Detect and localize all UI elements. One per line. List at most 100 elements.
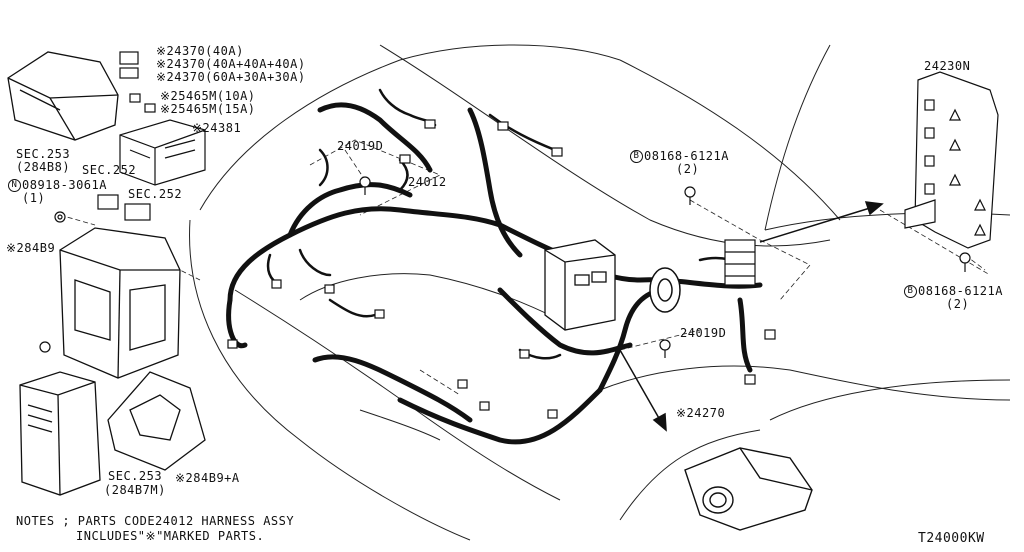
label-24370-60a-30a-30a: ※24370(60A+30A+30A) [156, 70, 306, 84]
dashed-leader-bracket [759, 239, 811, 301]
dashed-leader-bolt-a [689, 199, 761, 241]
ipdm-box [544, 239, 616, 331]
harness-bottom [397, 387, 603, 445]
connector [497, 121, 509, 131]
label-24019d-right: 24019D [680, 326, 727, 340]
grommet [649, 267, 681, 313]
box-284b9 [59, 227, 181, 379]
connector [271, 279, 282, 289]
relay-sec252-b [124, 203, 151, 221]
label-284b9-a: ※284B9+A [175, 471, 240, 485]
label-24270: ※24270 [676, 406, 726, 420]
wire-top-2 [488, 113, 557, 152]
label-25465m-15a: ※25465M(15A) [160, 102, 256, 116]
label-08168-right-qty: (2) [946, 297, 970, 311]
label-24012: 24012 [408, 175, 447, 189]
body-contour-right [619, 59, 841, 221]
fusible-link-40a [119, 51, 139, 65]
connector [324, 284, 335, 294]
arrow-to-24270 [619, 349, 661, 421]
body-contour-outer [199, 44, 621, 211]
notes-line-1: NOTES ; PARTS CODE24012 HARNESS ASSY [16, 514, 295, 528]
connector [479, 401, 490, 411]
label-08168-top-qty: (2) [676, 162, 700, 176]
part-08168-6121a-right: 08168-6121A [918, 284, 1003, 298]
body-contour-sill [359, 409, 441, 441]
wire-mid-1 [398, 158, 409, 192]
wire-left-3 [318, 148, 329, 187]
dashed-leader-right [879, 209, 991, 276]
connector [227, 339, 238, 349]
bracket-284b9a [107, 371, 206, 471]
harness-branch-left [287, 182, 413, 238]
label-24370-40a: ※24370(40A) [156, 44, 244, 58]
connector [519, 349, 530, 359]
label-284b7m: (284B7M) [104, 483, 166, 497]
label-284b8: (284B8) [16, 160, 71, 174]
connector [374, 309, 385, 319]
label-24370-40a-40a-40a: ※24370(40A+40A+40A) [156, 57, 306, 71]
label-24230n: 24230N [924, 59, 971, 73]
connector [457, 379, 468, 389]
protector-24270 [684, 447, 813, 531]
bolt-08168-a [684, 186, 696, 205]
wire-left-2 [298, 248, 332, 277]
b-marker-icon: B [904, 285, 917, 298]
dashed-leader-24019d-a [344, 149, 366, 181]
nut-08918 [54, 211, 66, 223]
connector [547, 409, 558, 419]
n-marker-icon: N [8, 179, 21, 192]
connector [551, 147, 563, 157]
fusible-link-multi [119, 67, 139, 79]
label-sec253-bottom: SEC.253 [108, 469, 163, 483]
harness-branch-center [467, 107, 523, 258]
body-contour-fender [599, 365, 1011, 401]
label-24019d-top: 24019D [337, 139, 384, 153]
notes-line-2: INCLUDES"※"MARKED PARTS. [76, 529, 265, 543]
dashed-group-top [309, 139, 441, 216]
module-284b7m [19, 371, 101, 496]
dashed-leader-n [59, 214, 96, 226]
fuse-block-24381 [119, 119, 206, 186]
clip-left [39, 341, 51, 353]
label-24381: ※24381 [192, 121, 242, 135]
harness-rise [597, 287, 663, 393]
harness-main-top [227, 206, 578, 303]
body-contour-inner [234, 289, 561, 501]
fuse-10a [129, 93, 141, 103]
bracket-24230n [904, 71, 999, 249]
connector [764, 329, 776, 340]
harness-branch-lower [497, 287, 633, 356]
harness-lower-loop [312, 354, 473, 423]
arrow-to-bracket [759, 207, 871, 243]
arrow-head-24270 [652, 412, 667, 432]
bolt-24019d-a [359, 176, 371, 195]
harness-drop-right [737, 297, 753, 373]
label-sec252-a: SEC.252 [82, 163, 137, 177]
body-contour-bumper [189, 219, 471, 541]
dashed-leader-24019d-b [619, 329, 701, 351]
connector [424, 119, 436, 129]
label-25465m-10a: ※25465M(10A) [160, 89, 256, 103]
bolt-24019d-b [659, 339, 671, 358]
body-contour-hood [379, 44, 831, 247]
body-contour-pillar [764, 44, 831, 231]
harness-branch-upper [317, 102, 433, 173]
harness-branch-far-left [226, 297, 248, 349]
junction-block-right [724, 239, 756, 286]
fuse-15a [144, 103, 156, 113]
label-08918-qty: (1) [22, 191, 46, 205]
part-08918-3061a: 08918-3061A [22, 178, 107, 192]
label-sec252-b: SEC.252 [128, 187, 183, 201]
arrow-head-bracket [864, 201, 884, 216]
bolt-08168-b [959, 252, 971, 272]
body-contour-wheel [619, 429, 761, 521]
relay-sec252-a [97, 194, 119, 210]
b-marker-icon: B [630, 150, 643, 163]
part-08168-6121a-top: 08168-6121A [644, 149, 729, 163]
